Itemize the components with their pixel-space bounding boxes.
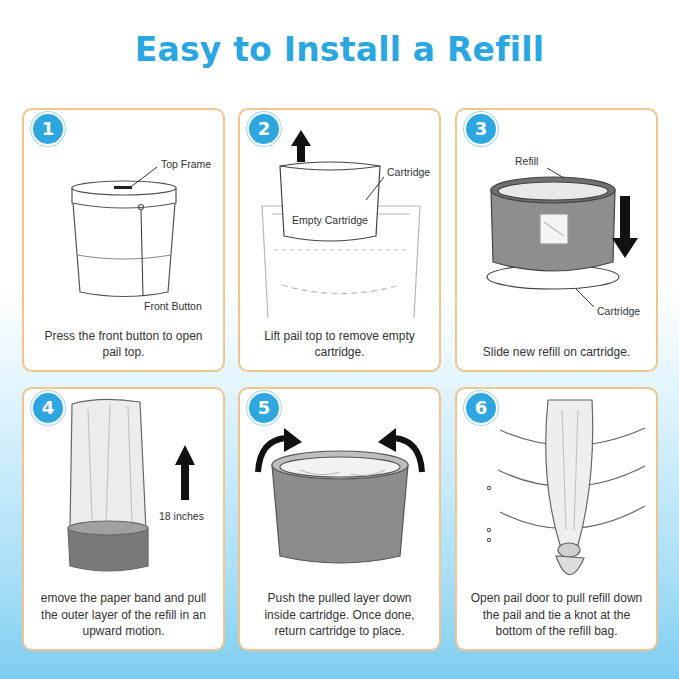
step-caption: emove the paper band and pull the outer …: [38, 590, 210, 639]
pulled-refill-drawing: [68, 399, 195, 571]
pail-drawing: [72, 167, 176, 297]
part-label: 18 inches: [158, 510, 205, 522]
part-label: Top Frame: [160, 158, 212, 170]
part-label: Cartridge: [386, 166, 431, 178]
page-title: Easy to Install a Refill: [0, 30, 679, 69]
step-number-circle: 3: [464, 112, 498, 146]
step-number-circle: 5: [247, 391, 281, 425]
lift-cartridge-drawing: [262, 130, 420, 318]
step-number: 6: [475, 399, 488, 417]
step-number-circle: 2: [247, 112, 281, 146]
cartridge-push-drawing: [258, 428, 422, 563]
part-label: Cartridge: [596, 305, 641, 317]
step-caption: Open pail door to pull refill down the p…: [471, 590, 643, 639]
instruction-panel: Press the front button to open pail top.…: [22, 108, 225, 372]
step-caption: Push the pulled layer down inside cartri…: [254, 590, 426, 639]
step-number-circle: 6: [464, 391, 498, 425]
part-label: Front Button: [143, 300, 203, 312]
tied-bag-drawing: [487, 400, 645, 575]
instruction-panel: Lift pail top to remove empty cartridge.…: [238, 108, 441, 372]
panel-grounds: [23, 109, 657, 650]
part-label: Empty Cartridge: [291, 214, 369, 226]
instruction-panel: Push the pulled layer down inside cartri…: [238, 387, 441, 651]
part-label: Refill: [514, 155, 539, 167]
step-number: 3: [475, 120, 488, 138]
instruction-panel: Slide new refill on cartridge. 3: [455, 108, 658, 372]
step-number: 4: [42, 399, 55, 417]
step-caption: Lift pail top to remove empty cartridge.: [254, 328, 426, 360]
refill-drawing: [487, 168, 638, 307]
step-caption: Press the front button to open pail top.: [38, 328, 210, 360]
step-number-circle: 4: [31, 391, 65, 425]
step-number: 5: [258, 399, 271, 417]
step-number: 2: [258, 120, 271, 138]
step-caption: Slide new refill on cartridge.: [471, 344, 643, 360]
step-number-circle: 1: [31, 112, 65, 146]
step-number: 1: [42, 120, 55, 138]
instruction-panel: Open pail door to pull refill down the p…: [455, 387, 658, 651]
